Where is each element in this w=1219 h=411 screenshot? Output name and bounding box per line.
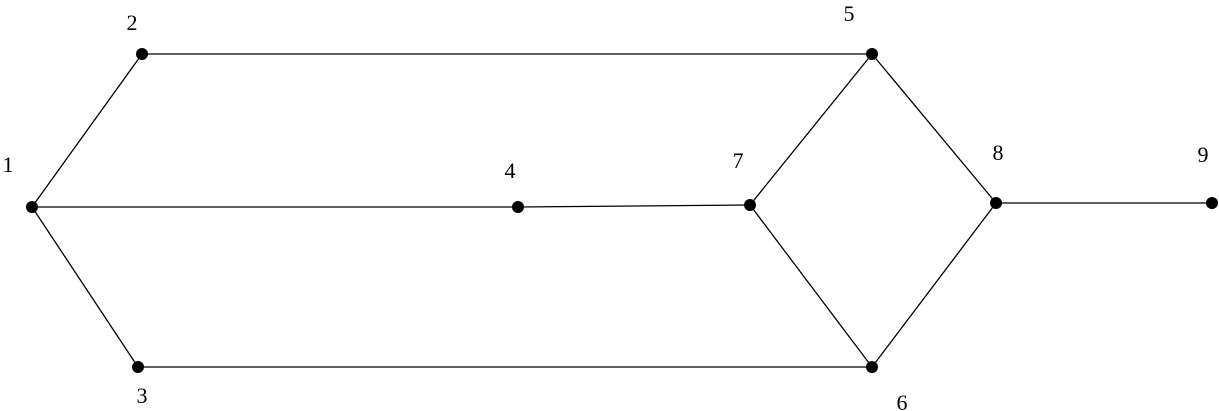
node-label-4: 4: [505, 158, 516, 183]
node-label-1: 1: [3, 152, 14, 177]
node-8: [990, 197, 1002, 209]
node-2: [136, 48, 148, 60]
edge-7-6: [749, 204, 873, 368]
node-7: [744, 199, 756, 211]
node-label-8: 8: [993, 140, 1004, 165]
edge-1-2: [31, 53, 143, 208]
edge-1-3: [31, 206, 139, 368]
edge-5-8: [871, 53, 997, 204]
edge-7-5: [749, 53, 873, 206]
edge-4-7: [517, 204, 751, 208]
node-label-2: 2: [127, 10, 138, 35]
node-3: [132, 361, 144, 373]
node-label-6: 6: [897, 390, 908, 411]
nodes-layer: [26, 48, 1218, 373]
node-label-3: 3: [137, 383, 148, 408]
edge-6-8: [871, 202, 997, 368]
node-9: [1206, 197, 1218, 209]
labels-layer: 1 2 3 4 5 6 7 8 9: [3, 1, 1209, 411]
edges-layer: [31, 53, 1212, 368]
node-4: [512, 201, 524, 213]
node-label-7: 7: [733, 148, 744, 173]
node-5: [866, 48, 878, 60]
node-label-5: 5: [844, 1, 855, 26]
node-1: [26, 201, 38, 213]
node-6: [866, 361, 878, 373]
node-label-9: 9: [1198, 142, 1209, 167]
